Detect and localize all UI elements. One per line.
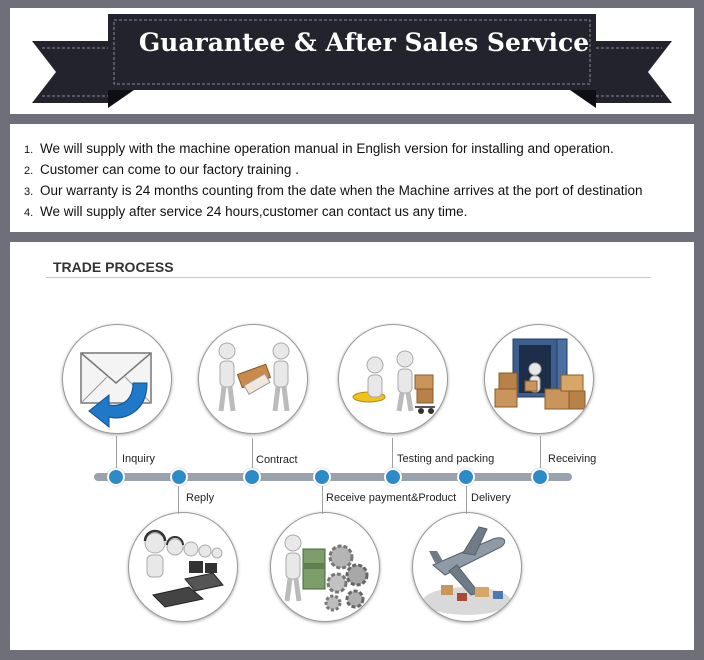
container-icon	[484, 324, 594, 434]
list-text: We will supply after service 24 hours,cu…	[40, 204, 468, 219]
ribbon-banner	[32, 14, 672, 108]
banner-title: Guarantee & After Sales Service	[138, 28, 590, 57]
envelope-icon	[62, 324, 172, 434]
step-label-reply: Reply	[186, 492, 215, 504]
step-label-receiving: Receiving	[548, 453, 597, 465]
list-number: 4.	[24, 207, 34, 219]
list-number: 2.	[24, 165, 34, 177]
timeline-dot	[457, 468, 475, 486]
stem-inquiry	[116, 436, 117, 472]
cart-boxes-icon	[338, 324, 448, 434]
timeline-dot	[243, 468, 261, 486]
step-label-testing: Testing and packing	[397, 453, 495, 465]
stem-reply	[178, 482, 179, 514]
stem-delivery	[466, 482, 467, 514]
title-divider	[46, 277, 651, 278]
timeline-bar	[94, 473, 572, 481]
timeline-dot	[384, 468, 402, 486]
list-text: Our warranty is 24 months counting from …	[40, 183, 643, 198]
list-text: Customer can come to our factory trainin…	[40, 162, 299, 177]
terms-panel: 1. We will supply with the machine operat…	[10, 124, 694, 232]
trade-process-panel: TRADE PROCESS	[10, 242, 694, 650]
list-number: 3.	[24, 186, 34, 198]
call-center-icon	[128, 512, 238, 622]
stem-contract	[252, 438, 253, 472]
step-label-inquiry: Inquiry	[122, 453, 156, 465]
airplane-icon	[412, 512, 522, 622]
timeline-dot	[170, 468, 188, 486]
list-text: We will supply with the machine operatio…	[40, 141, 614, 156]
process-title: TRADE PROCESS	[53, 259, 174, 275]
timeline-dot	[107, 468, 125, 486]
list-number: 1.	[24, 144, 34, 156]
list-item: 4. We will supply after service 24 hours,…	[24, 201, 643, 222]
list-item: 3. Our warranty is 24 months counting fro…	[24, 180, 643, 201]
handshake-icon	[198, 324, 308, 434]
money-gears-icon	[270, 512, 380, 622]
terms-list: 1. We will supply with the machine operat…	[24, 138, 643, 222]
list-item: 2. Customer can come to our factory train…	[24, 159, 643, 180]
timeline-dot	[531, 468, 549, 486]
stem-receiving	[540, 436, 541, 472]
step-label-payment: Receive payment&Product	[326, 492, 457, 504]
step-label-contract: Contract	[256, 454, 298, 466]
step-label-delivery: Delivery	[471, 492, 511, 504]
stem-testing	[392, 438, 393, 472]
timeline-dot	[313, 468, 331, 486]
list-item: 1. We will supply with the machine operat…	[24, 138, 643, 159]
stem-payment	[322, 482, 323, 514]
banner-panel: Guarantee & After Sales Service	[10, 8, 694, 114]
